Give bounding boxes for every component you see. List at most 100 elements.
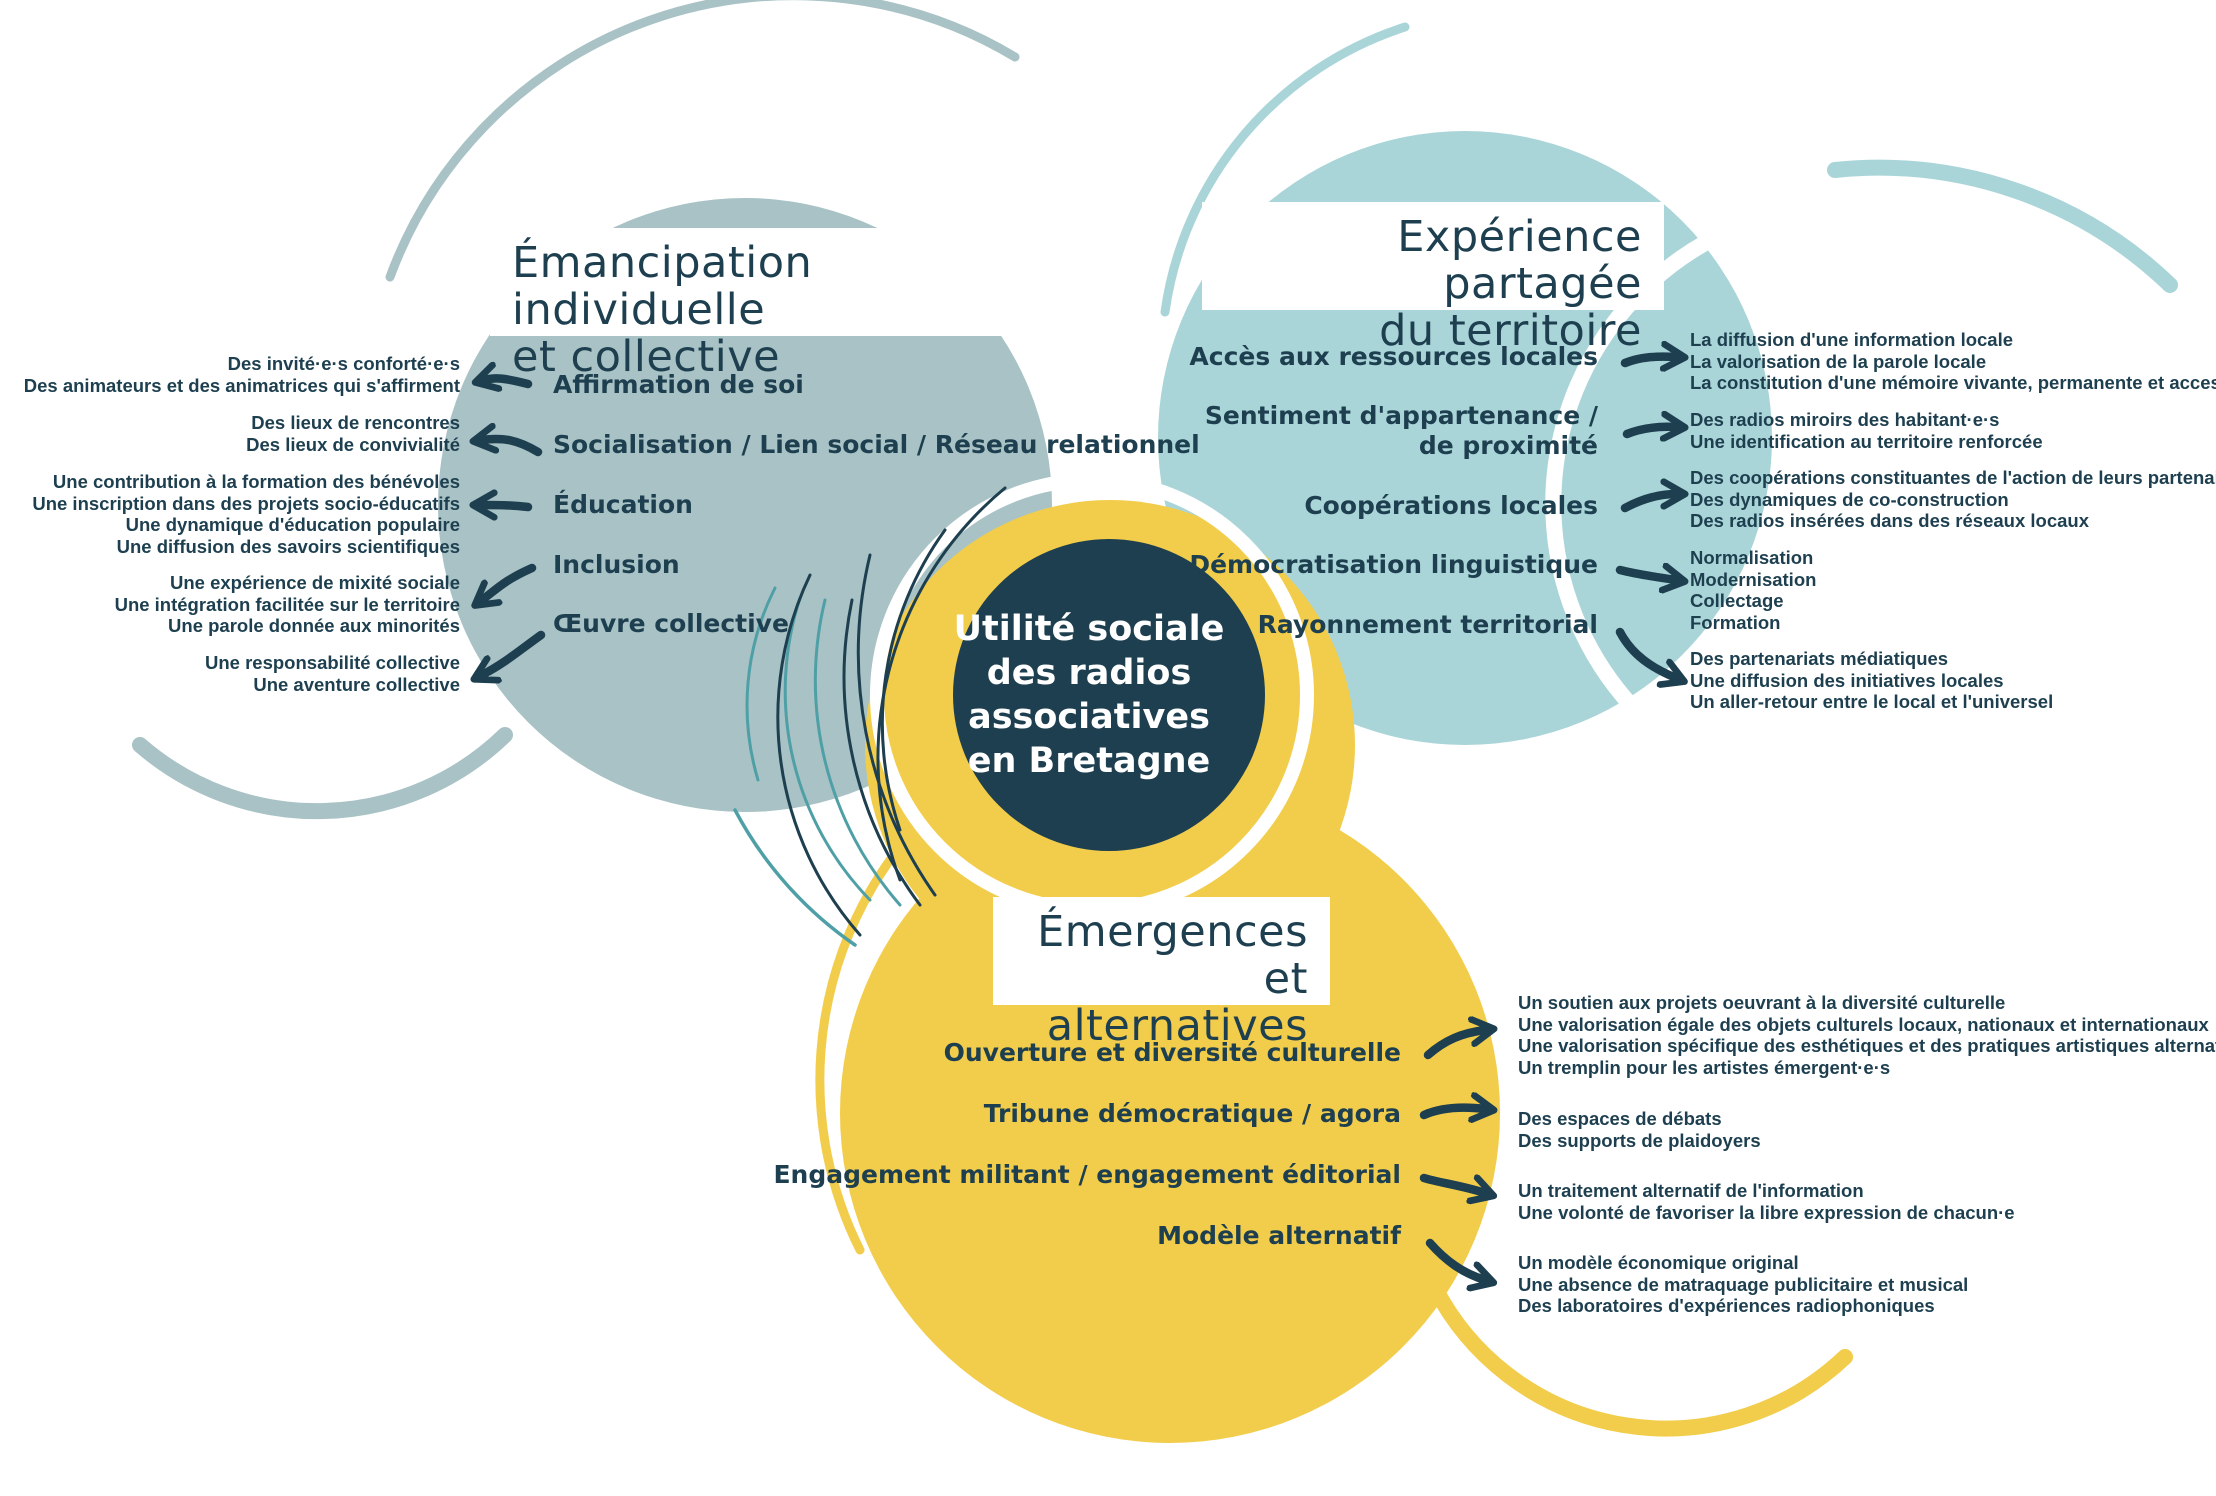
- detail-line: Une volonté de favoriser la libre expres…: [1518, 1201, 2015, 1223]
- detail-line: Un aller-retour entre le local et l'univ…: [1690, 691, 2054, 712]
- emergences-category-engagement: Engagement militant / engagement éditori…: [773, 1160, 1401, 1189]
- territoire-title-line: du territoire: [1379, 306, 1642, 356]
- emancipation-category-socialisation: Socialisation / Lien social / Réseau rel…: [553, 430, 1200, 459]
- detail-line: Normalisation: [1690, 547, 1814, 568]
- detail-line: Une intégration facilitée sur le territo…: [114, 593, 460, 615]
- category-line: de proximité: [1418, 431, 1598, 460]
- detail-line: Des radios miroirs des habitant·e·s: [1690, 409, 2000, 430]
- territoire-title-line: Expérience partagée: [1397, 212, 1642, 309]
- center-title-line: associatives: [968, 697, 1210, 737]
- center-disc: [953, 539, 1265, 851]
- emancipation-title-line: et collective: [512, 332, 781, 382]
- radio-wave-2: [783, 596, 872, 902]
- center-title-line: Utilité sociale: [953, 609, 1225, 649]
- territoire-details-appartenance: Des radios miroirs des habitant·e·s Une …: [1690, 409, 2043, 452]
- detail-line: Une inscription dans des projets socio-é…: [32, 492, 460, 514]
- center-halo: [934, 520, 1284, 870]
- detail-line: Un soutien aux projets oeuvrant à la div…: [1518, 992, 2006, 1013]
- detail-line: Des lieux de convivialité: [246, 433, 460, 455]
- emergences-details-tribune: Des espaces de débats Des supports de pl…: [1518, 1108, 1761, 1151]
- territoire-category-cooperations: Coopérations locales: [1304, 491, 1598, 521]
- detail-line: Un modèle économique original: [1518, 1252, 1799, 1273]
- grey-outer-arc: [385, 0, 1020, 282]
- detail-line: Collectage: [1690, 590, 1784, 611]
- radio-wave-7: [876, 486, 1007, 882]
- arrow-acces: [1620, 357, 1676, 363]
- emancipation-title-line: Émancipation individuelle: [512, 238, 813, 335]
- detail-line: Formation: [1690, 611, 1781, 633]
- detail-line: La constitution d'une mémoire vivante, p…: [1690, 372, 2216, 393]
- detail-line: La diffusion d'une information locale: [1690, 329, 2014, 350]
- detail-line: Des laboratoires d'expériences radiophon…: [1518, 1295, 1935, 1316]
- territoire-details-cooperations: Des coopérations constituantes de l'acti…: [1690, 467, 2216, 532]
- detail-line: Des lieux de rencontres: [251, 412, 460, 433]
- detail-line: Une contribution à la formation des béné…: [52, 471, 460, 492]
- emancipation-category-oeuvre: Œuvre collective: [553, 609, 789, 638]
- emergences-details-ouverture: Un soutien aux projets oeuvrant à la div…: [1518, 992, 2216, 1078]
- arrow-modele: [1425, 1238, 1485, 1280]
- detail-line: Une dynamique d'éducation populaire: [125, 514, 460, 535]
- emergences-title-line: Émergences: [1037, 907, 1308, 957]
- detail-line: Des radios insérées dans des réseaux loc…: [1690, 510, 2089, 531]
- blue-top-arc: [1160, 22, 1410, 317]
- detail-line: Des coopérations constituantes de l'acti…: [1690, 467, 2216, 488]
- detail-line: Des supports de plaidoyers: [1518, 1129, 1761, 1151]
- center-title: Utilité sociale des radios associatives …: [939, 545, 1239, 845]
- arrow-linguistique: [1615, 570, 1676, 580]
- arrow-engagement: [1419, 1173, 1485, 1193]
- territoire-category-linguistique: Démocratisation linguistique: [1189, 550, 1598, 580]
- emergences-title: Émergences et alternatives: [993, 897, 1330, 1050]
- detail-line: Une responsabilité collective: [205, 652, 460, 673]
- yellow-lower-arc: [1427, 1280, 1853, 1437]
- grey-bottom-arc: [132, 727, 513, 820]
- arrow-tribune: [1419, 1108, 1485, 1115]
- emancipation-details-affirmation: Des invité·e·s conforté·e·s Des animateu…: [24, 353, 460, 396]
- detail-line: Une parole donnée aux minorités: [168, 615, 460, 636]
- detail-line: Une diffusion des savoirs scientifiques: [116, 535, 460, 557]
- detail-line: Un traitement alternatif de l'informatio…: [1518, 1180, 1864, 1201]
- emancipation-category-affirmation: Affirmation de soi: [553, 370, 804, 399]
- emancipation-details-inclusion: Une expérience de mixité sociale Une int…: [115, 572, 460, 637]
- arrow-inclusion: [482, 563, 537, 600]
- territoire-category-rayonnement: Rayonnement territorial: [1258, 610, 1598, 640]
- detail-line: Une valorisation spécifique des esthétiq…: [1518, 1035, 2216, 1056]
- emergences-details-engagement: Un traitement alternatif de l'informatio…: [1518, 1180, 2015, 1223]
- detail-line: Une absence de matraquage publicitaire e…: [1518, 1273, 1969, 1295]
- arrow-oeuvre: [482, 630, 546, 675]
- arrow-rayonnement: [1615, 627, 1676, 678]
- detail-line: Un tremplin pour les artistes émergent·e…: [1518, 1056, 1891, 1078]
- emergences-details-modele: Un modèle économique original Une absenc…: [1518, 1252, 1968, 1317]
- territoire-category-acces: Accès aux ressources locales: [1189, 342, 1598, 372]
- emancipation-category-education: Éducation: [553, 490, 693, 519]
- territoire-details-acces: La diffusion d'une information locale La…: [1690, 329, 2216, 394]
- emergences-title-line: et alternatives: [1046, 954, 1308, 1051]
- arrow-education: [482, 505, 533, 507]
- radio-wave-9: [776, 573, 862, 937]
- category-line: Démocratisation linguistique: [1189, 550, 1598, 579]
- detail-line: Des espaces de débats: [1518, 1108, 1722, 1129]
- detail-line: Une aventure collective: [253, 673, 460, 695]
- radio-wave-6: [880, 528, 947, 832]
- radio-wave-1: [745, 586, 777, 782]
- category-line: Rayonnement territorial: [1257, 610, 1598, 639]
- yellow-left-arc: [815, 855, 895, 1255]
- blue-outer-arc: [1827, 159, 2178, 293]
- center-title-line: en Bretagne: [967, 741, 1211, 781]
- arrow-appartenance: [1622, 427, 1676, 434]
- arrow-cooperations: [1620, 494, 1676, 513]
- emancipation-title: Émancipation individuelle et collective: [490, 228, 1076, 381]
- center-title-line: des radios: [986, 653, 1192, 693]
- arrow-affirmation: [484, 378, 533, 384]
- arrow-ouverture: [1423, 1030, 1485, 1060]
- radio-wave-3: [813, 598, 902, 907]
- detail-line: Une valorisation égale des objets cultur…: [1518, 1013, 2209, 1035]
- detail-line: Modernisation: [1690, 568, 1817, 590]
- emancipation-details-socialisation: Des lieux de rencontres Des lieux de con…: [246, 412, 460, 455]
- territoire-details-rayonnement: Des partenariats médiatiques Une diffusi…: [1690, 648, 2053, 713]
- category-line: Accès aux ressources locales: [1189, 342, 1598, 371]
- detail-line: La valorisation de la parole locale: [1690, 350, 1987, 372]
- emancipation-category-inclusion: Inclusion: [553, 550, 680, 579]
- territoire-category-appartenance: Sentiment d'appartenance / de proximité: [1205, 401, 1598, 461]
- arrow-socialisation: [482, 439, 543, 457]
